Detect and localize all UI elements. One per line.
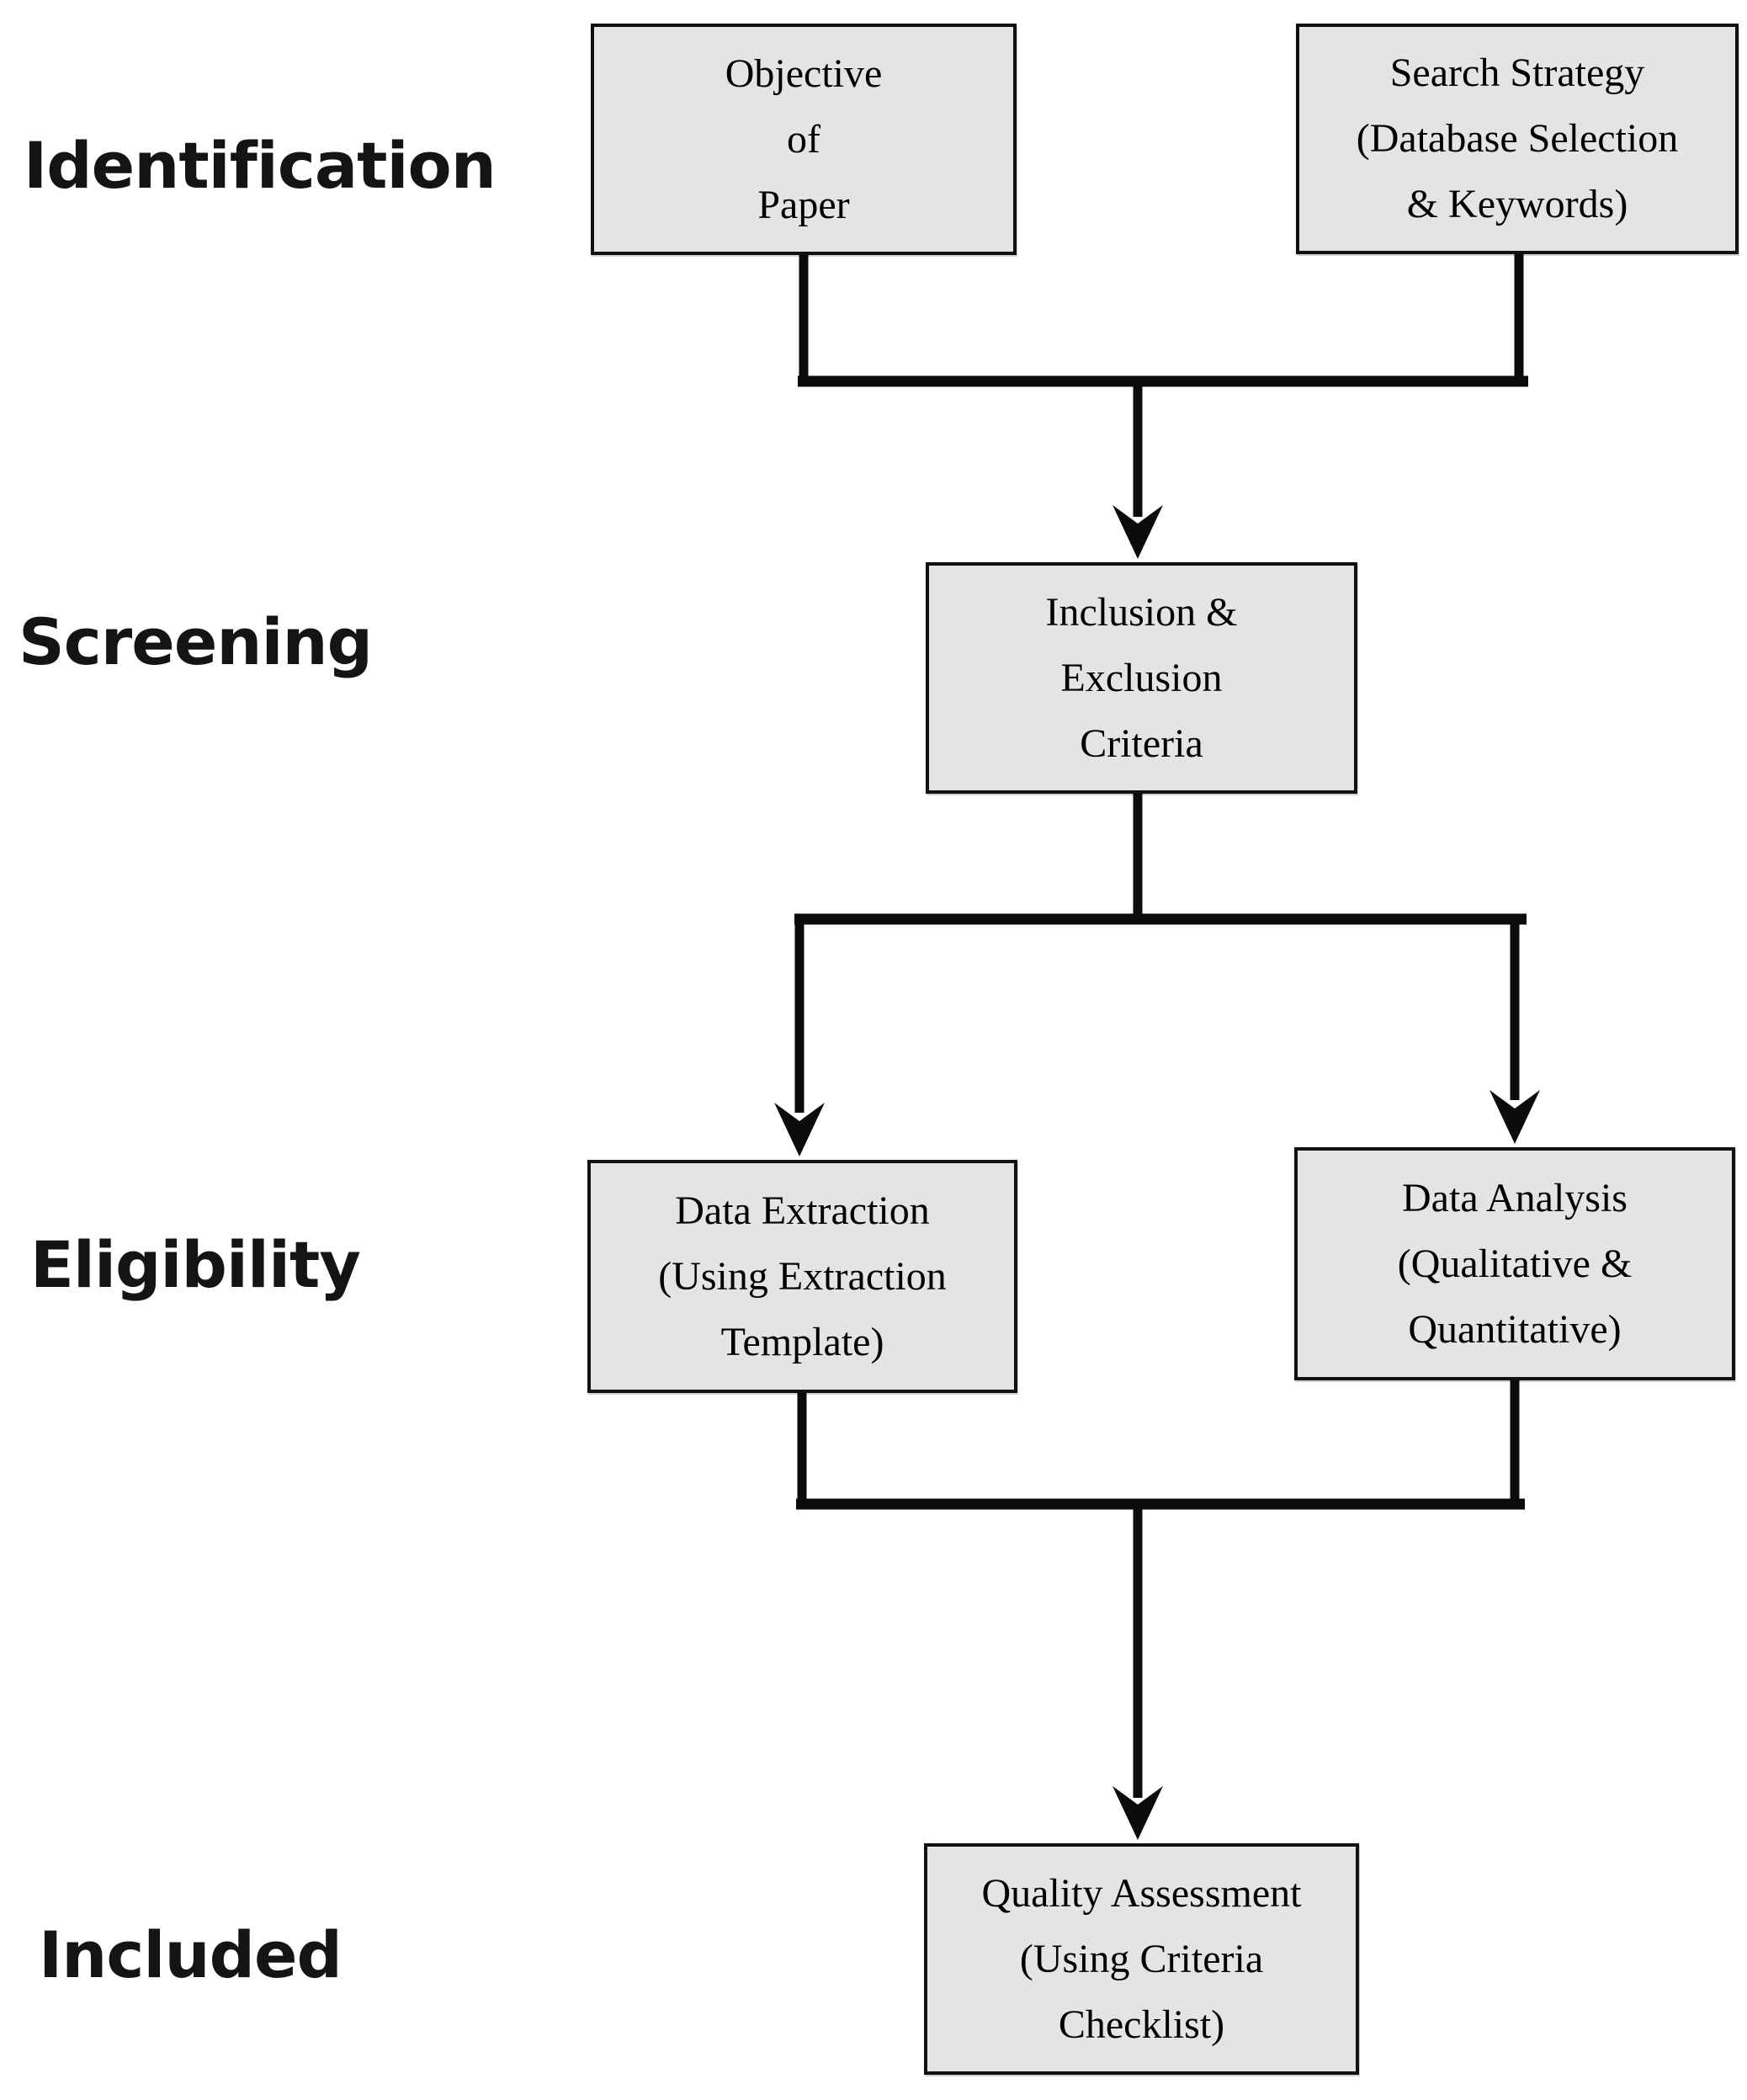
node-data-analysis: Data Analysis (Qualitative & Quantitativ… (1294, 1147, 1735, 1380)
arrow-to-extraction-head (774, 1103, 825, 1156)
node-text-line: Data Analysis (1402, 1175, 1628, 1220)
stage-label-identification: Identification (24, 128, 496, 203)
node-text-line: & Keywords) (1406, 182, 1628, 226)
node-text-line: Search Strategy (1389, 51, 1645, 95)
stage-label-included: Included (39, 1917, 342, 1992)
node-text-line: (Qualitative & (1397, 1241, 1633, 1286)
node-text-line: of (787, 116, 820, 162)
stage-label-screening: Screening (19, 604, 373, 679)
node-text-line: (Using Extraction (658, 1253, 947, 1299)
node-text-line: (Using Criteria (1019, 1936, 1264, 1981)
arrow-to-criteria-head (1112, 505, 1163, 559)
arrow-to-analysis-head (1489, 1090, 1540, 1144)
node-search-strategy: Search Strategy (Database Selection & Ke… (1296, 24, 1739, 254)
node-text-line: Quality Assessment (981, 1870, 1302, 1916)
node-objective-of-paper: Objective of Paper (591, 24, 1017, 255)
node-text-line: Criteria (1080, 720, 1203, 766)
node-inclusion-exclusion-criteria: Inclusion & Exclusion Criteria (926, 562, 1357, 794)
node-text-line: Inclusion & (1045, 589, 1238, 635)
node-text-line: Objective (725, 51, 883, 96)
node-text-line: (Database Selection (1356, 116, 1679, 161)
node-quality-assessment: Quality Assessment (Using Criteria Check… (924, 1843, 1359, 2075)
node-text-line: Exclusion (1060, 655, 1223, 700)
node-data-extraction: Data Extraction (Using Extraction Templa… (587, 1160, 1017, 1393)
node-text-line: Paper (757, 182, 850, 227)
node-text-line: Data Extraction (675, 1188, 930, 1233)
node-text-line: Template) (720, 1319, 884, 1364)
stage-label-eligibility: Eligibility (30, 1227, 361, 1302)
node-text-line: Checklist) (1058, 2002, 1225, 2047)
arrow-to-quality-head (1112, 1786, 1163, 1840)
node-text-line: Quantitative) (1408, 1306, 1622, 1352)
